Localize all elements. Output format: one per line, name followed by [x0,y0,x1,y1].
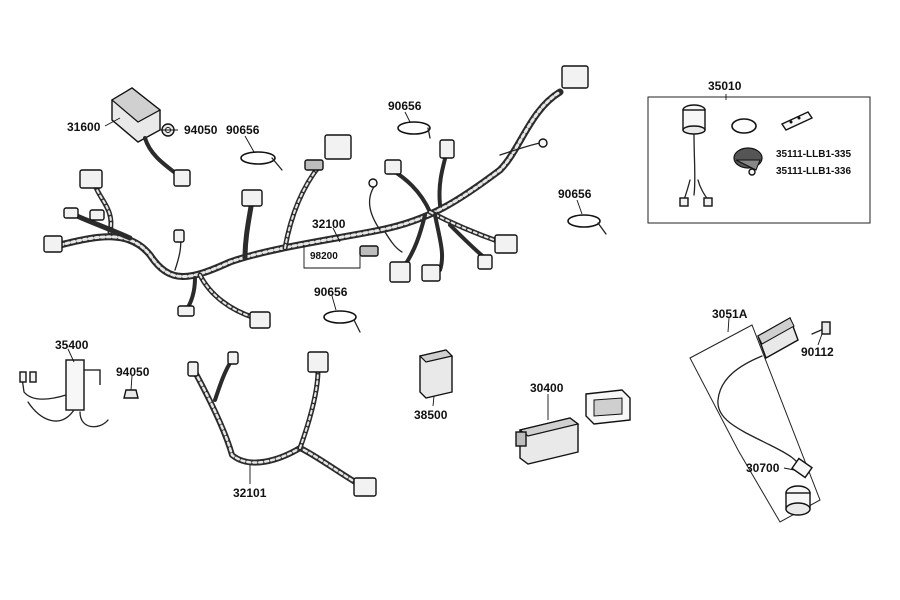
part-number-labels: 31600 94050 90656 90656 90656 90656 3210… [55,79,851,500]
flasher-35400 [19,359,109,428]
label-35111-335: 35111-LLB1-335 [776,149,851,160]
key-cap-35111 [733,147,763,176]
connector-top-right [561,65,589,89]
connector-top-mid [324,134,352,160]
label-90112: 90112 [801,345,834,359]
label-35400: 35400 [55,338,89,352]
label-98200: 98200 [310,251,338,262]
label-35010: 35010 [708,79,742,93]
leader-lines [67,94,823,484]
label-32100: 32100 [312,217,346,231]
cdi-cover-30400 [585,389,631,425]
label-94050-top: 94050 [184,123,218,137]
ignition-switch-35010 [679,104,713,207]
ignition-switch-box [647,96,871,224]
cdi-unit-30400 [515,417,580,465]
clamp-90656-a [240,151,283,171]
label-3051A: 3051A [712,307,748,321]
label-94050-bottom: 94050 [116,365,150,379]
clamp-90656-c [567,214,607,235]
sub-harness-32101 [187,351,377,497]
connector-upper-left [79,169,103,189]
key-ring-icon [731,118,757,134]
regulator-31600 [110,87,191,187]
label-90656-d: 90656 [314,285,348,299]
label-90656-b: 90656 [388,99,422,113]
ground-terminal-ring [538,138,548,148]
label-90656-c: 90656 [558,187,592,201]
connector-lower-mid [249,311,271,329]
label-31600: 31600 [67,120,101,134]
label-35111-336: 35111-LLB1-336 [776,166,851,177]
connector-right-block [494,234,518,254]
clamp-90656-b [397,121,431,139]
ignition-coil-3051A [717,316,813,479]
bolt-90112 [811,321,831,335]
connector-left-end [43,235,63,253]
nut-94050-bottom [123,389,139,399]
key-tag-icon [780,111,814,131]
label-32101: 32101 [233,486,267,500]
label-90656-a: 90656 [226,123,260,137]
label-30700: 30700 [746,461,780,475]
plug-cap-30700 [785,485,811,516]
label-30400: 30400 [530,381,564,395]
label-38500: 38500 [414,408,448,422]
relay-38500 [418,349,454,399]
clamp-90656-d [323,310,361,333]
main-wiring-harness [43,65,589,329]
